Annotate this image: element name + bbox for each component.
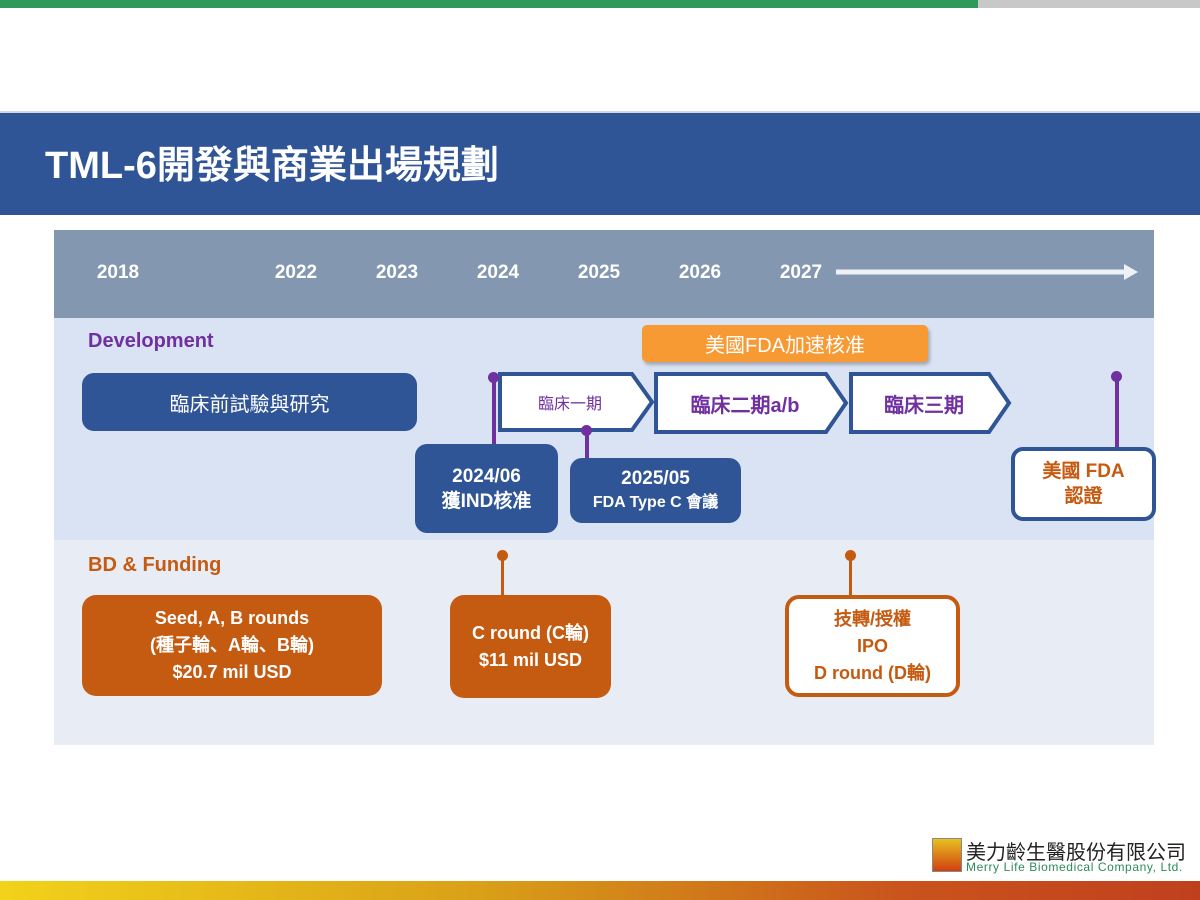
year-label: 2023 — [375, 262, 419, 283]
timeline-arrow-icon — [836, 264, 1138, 280]
exit-connector — [849, 556, 852, 596]
typec-milestone: 2025/05 FDA Type C 會議 — [570, 458, 741, 523]
title-band — [0, 111, 1200, 215]
c-round-line: C round (C輪) — [472, 622, 589, 643]
bd-label: BD & Funding — [88, 554, 222, 576]
fda-line2: 認證 — [1064, 486, 1103, 507]
year-label: 2027 — [779, 262, 823, 283]
company-name-zh: 美力齡生醫股份有限公司 — [966, 842, 1186, 864]
seed-line: $20.7 mil USD — [172, 662, 292, 682]
exit-dot — [845, 550, 856, 561]
exit-line: IPO — [856, 635, 888, 656]
year-label: 2024 — [476, 262, 520, 283]
top-green-bar — [0, 0, 978, 8]
typec-dot — [581, 425, 592, 436]
phase3-chevron: 臨床三期 — [849, 372, 1013, 434]
year-label: 2018 — [96, 262, 140, 283]
fda-connector — [1115, 377, 1119, 449]
phase1-chevron: 臨床一期 — [498, 372, 656, 432]
typec-date: 2025/05 — [621, 467, 690, 489]
ind-text: 獲IND核准 — [441, 490, 532, 512]
phase3-label: 臨床三期 — [884, 394, 964, 417]
development-label: Development — [88, 330, 214, 352]
fda-dot — [1111, 371, 1122, 382]
typec-connector — [585, 430, 589, 460]
ind-dot — [488, 372, 499, 383]
company-logo — [932, 838, 962, 872]
exit-line: 技轉/授權 — [833, 608, 911, 629]
top-gray-bar — [978, 0, 1200, 8]
year-label: 2025 — [577, 262, 621, 283]
preclinical-box: 臨床前試驗與研究 — [82, 373, 417, 431]
c-round-box: C round (C輪) $11 mil USD — [450, 595, 611, 698]
ind-milestone: 2024/06 獲IND核准 — [415, 444, 558, 533]
seed-line: (種子輪、A輪、B輪) — [150, 635, 314, 655]
c-round-connector — [501, 556, 504, 596]
phase2-label: 臨床二期a/b — [690, 394, 800, 417]
c-round-line: $11 mil USD — [478, 649, 583, 670]
phase2-chevron: 臨床二期a/b — [654, 372, 850, 434]
c-round-dot — [497, 550, 508, 561]
typec-text: FDA Type C 會議 — [592, 493, 719, 511]
phase1-label: 臨床一期 — [537, 396, 602, 413]
seed-funding-box: Seed, A, B rounds (種子輪、A輪、B輪) $20.7 mil … — [82, 595, 382, 696]
year-label: 2022 — [274, 262, 318, 283]
exit-strategy-box: 技轉/授權 IPO D round (D輪) — [785, 595, 960, 697]
company-name-en: Merry Life Biomedical Company, Ltd. — [966, 860, 1183, 874]
fda-approval-box: 美國 FDA 認證 — [1011, 447, 1156, 521]
fda-line1: 美國 FDA — [1042, 461, 1125, 482]
exit-line: D round (D輪) — [814, 662, 931, 683]
ind-date: 2024/06 — [452, 465, 521, 487]
page-title: TML-6開發與商業出場規劃 — [45, 145, 499, 187]
year-label: 2026 — [678, 262, 722, 283]
seed-line: Seed, A, B rounds — [154, 608, 310, 628]
accelerated-approval-bar: 美國FDA加速核准 — [642, 325, 928, 362]
bottom-gradient-bar — [0, 881, 1200, 900]
ind-connector — [492, 377, 496, 445]
